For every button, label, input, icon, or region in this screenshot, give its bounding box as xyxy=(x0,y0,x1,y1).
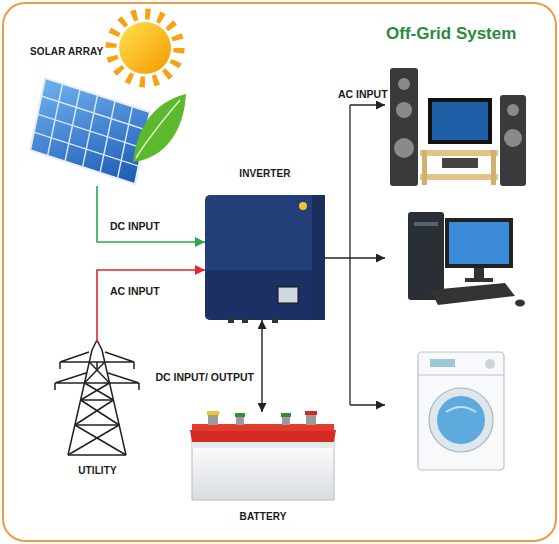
node-label: SOLAR ARRAY xyxy=(28,46,183,57)
power-connector xyxy=(261,320,262,412)
battery-unit xyxy=(190,411,336,500)
home-theater xyxy=(390,68,526,186)
computer xyxy=(408,212,525,307)
node-label: INVERTER xyxy=(205,168,325,179)
connector-label: AC INPUT xyxy=(110,285,160,297)
connector-label: DC INPUT xyxy=(110,220,160,232)
node-label: UTILITY xyxy=(45,465,150,476)
annotation-label: AC INPUT xyxy=(338,88,388,100)
component-node: SOLAR ARRAY xyxy=(28,44,183,186)
washing-machine xyxy=(418,352,504,470)
component-node: UTILITY xyxy=(45,343,150,478)
sun xyxy=(111,14,179,82)
leaf xyxy=(133,94,186,162)
power-connector xyxy=(97,270,205,343)
inverter-unit xyxy=(205,195,325,323)
frame-border xyxy=(3,3,556,541)
output-wires xyxy=(325,105,385,405)
node-label: BATTERY xyxy=(188,511,338,522)
utility-tower xyxy=(55,340,139,455)
power-connector xyxy=(97,186,205,242)
diagram-title: Off-Grid System xyxy=(386,24,516,44)
connector-label: DC INPUT/ OUTPUT xyxy=(155,371,254,383)
solar-panel xyxy=(30,78,150,184)
component-node: INVERTER xyxy=(205,166,325,320)
component-node: BATTERY xyxy=(188,412,338,524)
